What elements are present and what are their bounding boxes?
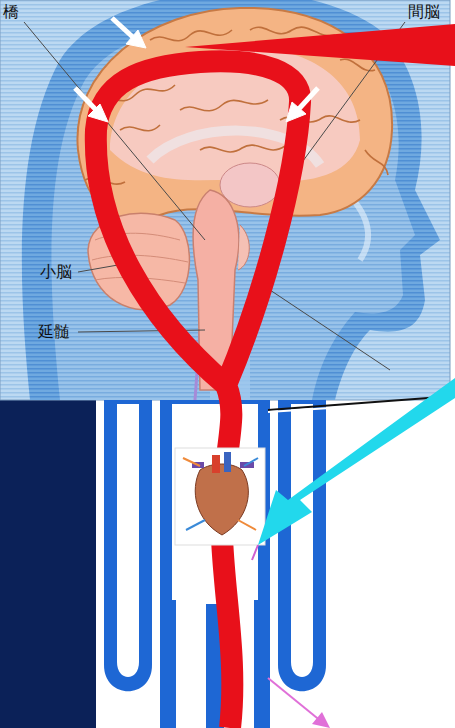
part-label: 間脳 (408, 2, 440, 21)
part-label: 小脳 (40, 262, 72, 281)
part-label: 延髄 (38, 322, 70, 341)
part-label: 橋 (3, 2, 19, 21)
